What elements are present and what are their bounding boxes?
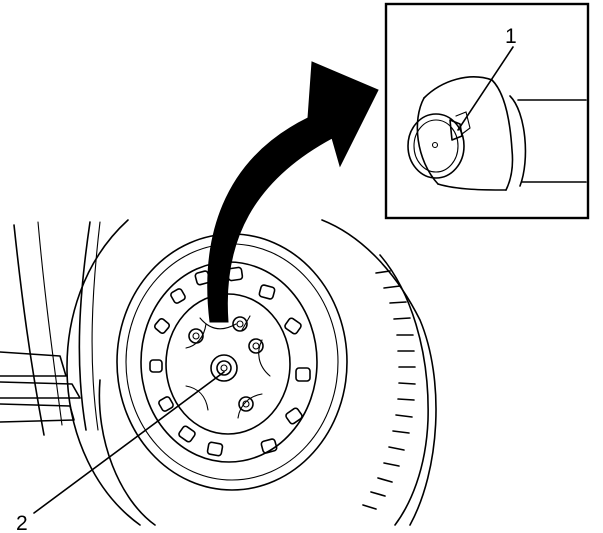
vehicle-body-panel [0, 221, 101, 436]
callout-1-label: 1 [505, 25, 517, 48]
pointer-arrow [207, 61, 379, 323]
tire [66, 219, 437, 526]
wheel-vent-holes [149, 266, 311, 457]
tire-tread-marks [362, 270, 416, 510]
wheel-lug-nuts [188, 316, 264, 412]
wheel-rim [116, 233, 348, 491]
detail-inset [384, 2, 590, 220]
callout-2-leader [33, 371, 225, 514]
wheel-locking-nut [210, 354, 238, 382]
callout-2-label: 2 [16, 512, 28, 533]
callout-1-leader [457, 46, 514, 131]
